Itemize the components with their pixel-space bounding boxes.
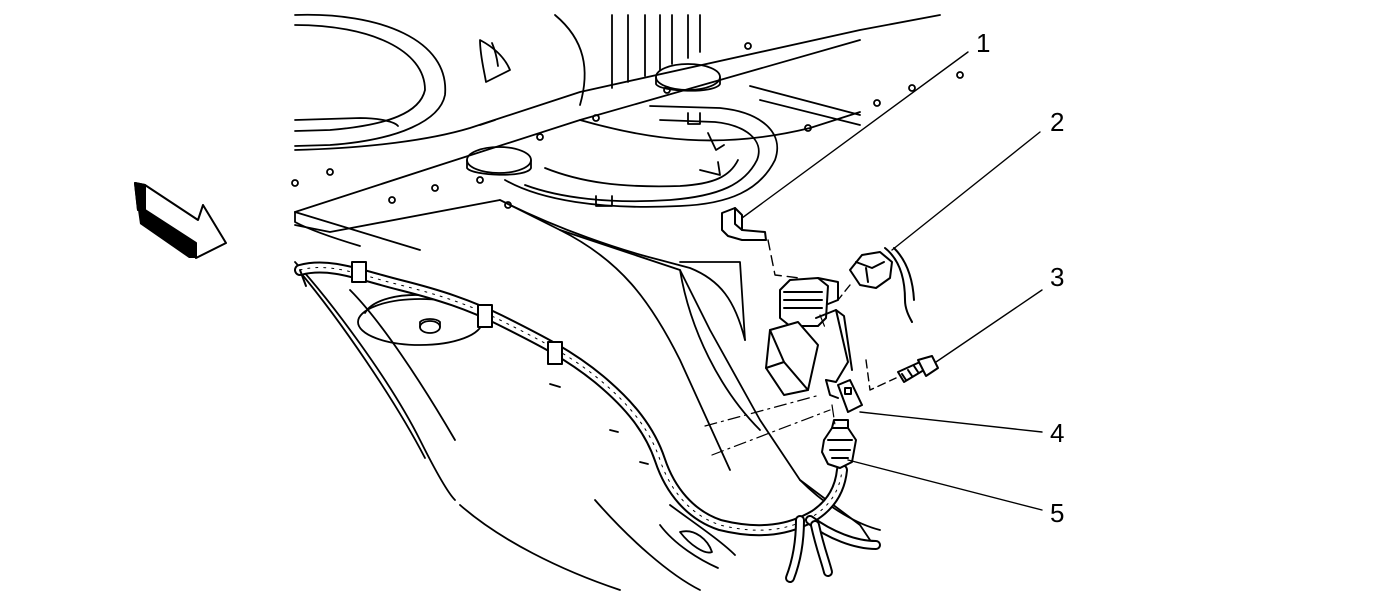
leader-line-2 [891, 131, 1041, 251]
callout-labels: 1 2 3 4 5 [976, 28, 1064, 528]
body-floor-panel [291, 13, 964, 251]
part-5-harness-connector [821, 419, 857, 469]
alignment-lines [704, 314, 836, 456]
part-1-retainer-clip [721, 207, 801, 279]
part-3-bolt [865, 355, 939, 391]
leader-lines [741, 51, 1043, 511]
quarter-panel [294, 199, 881, 591]
part-4-bracket-assembly [765, 277, 863, 413]
callout-3: 3 [1050, 262, 1064, 292]
callout-1: 1 [976, 28, 990, 58]
leader-line-5 [847, 459, 1043, 511]
part-2-connector [837, 247, 915, 323]
direction-arrow [134, 182, 227, 259]
leader-line-4 [859, 411, 1043, 433]
callout-5: 5 [1050, 498, 1064, 528]
wiring-harness [294, 261, 881, 583]
callout-4: 4 [1050, 418, 1064, 448]
callout-2: 2 [1050, 107, 1064, 137]
leader-line-1 [741, 51, 969, 219]
leader-line-3 [935, 289, 1043, 363]
